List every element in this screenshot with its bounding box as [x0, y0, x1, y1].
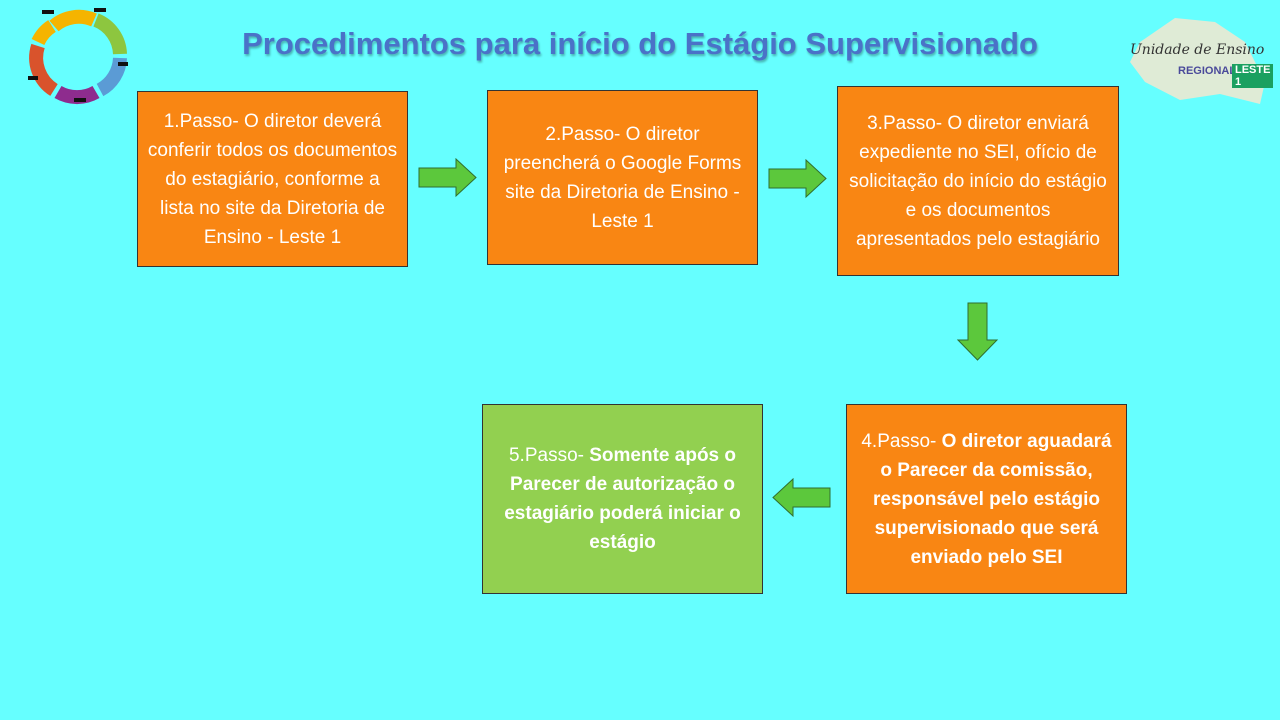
step-1-text: 1.Passo- O diretor deverá conferir todos…	[147, 110, 398, 248]
step-5-text: Somente após o Parecer de autorização o …	[504, 445, 741, 553]
step-3-box: 3.Passo- O diretor enviará expediente no…	[837, 86, 1119, 276]
step-1-box: 1.Passo- O diretor deverá conferir todos…	[137, 91, 408, 267]
arrow-right-icon	[418, 158, 477, 198]
logo-right: Unidade de Ensino REGIONAL LESTE 1	[1120, 12, 1274, 106]
step-3-text: 3.Passo- O diretor enviará expediente no…	[849, 112, 1107, 250]
education-circle-logo-icon	[28, 8, 128, 105]
logo-script-text: Unidade de Ensino	[1130, 42, 1265, 58]
region-map-icon	[1130, 18, 1265, 104]
step-5-box: 5.Passo- Somente após o Parecer de autor…	[482, 404, 763, 594]
arrow-right-icon	[768, 159, 827, 199]
step-2-text: 2.Passo- O diretor preencherá o Google F…	[503, 123, 742, 232]
logo-left	[24, 6, 132, 106]
step-4-prefix: 4.Passo-	[861, 430, 942, 452]
logo-regional-text: REGIONAL	[1178, 65, 1237, 77]
step-2-box: 2.Passo- O diretor preencherá o Google F…	[487, 90, 758, 265]
arrow-down-icon	[957, 302, 999, 361]
arrow-left-icon	[772, 478, 831, 518]
step-5-prefix: 5.Passo-	[508, 445, 590, 466]
logo-leste-text: LESTE 1	[1232, 64, 1274, 88]
page-title: Procedimentos para início do Estágio Sup…	[242, 26, 1038, 61]
step-4-box: 4.Passo- O diretor aguadará o Parecer da…	[846, 404, 1127, 594]
step-4-text: O diretor aguadará o Parecer da comissão…	[872, 430, 1112, 568]
